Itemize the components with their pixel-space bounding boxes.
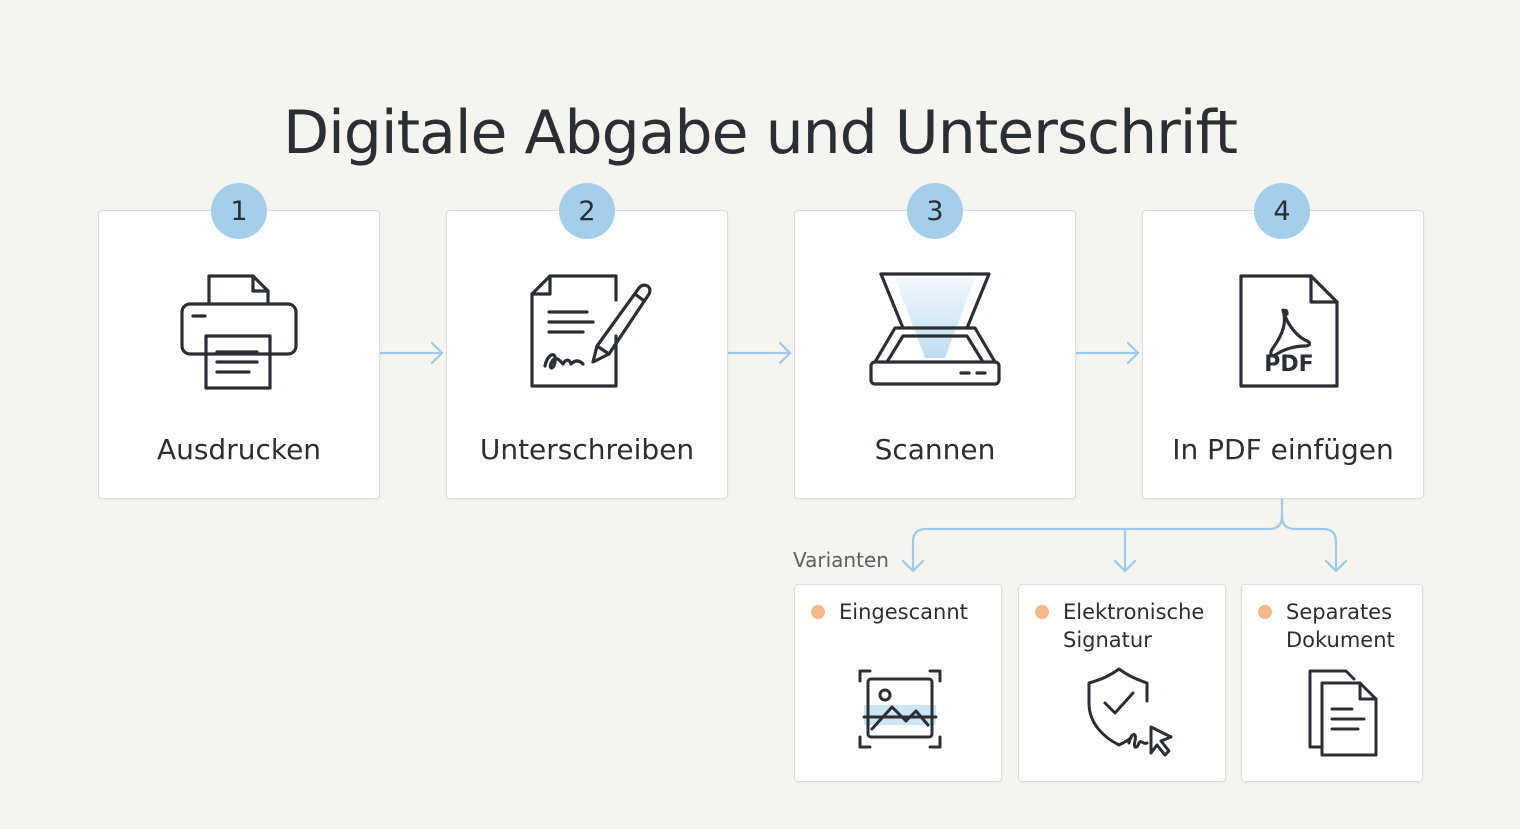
printer-icon [180, 274, 298, 390]
step-card-sign: Unterschreiben [446, 210, 728, 499]
variant-card-electronic-signature: Elektronische Signatur [1018, 584, 1226, 782]
step-card-insert-pdf: PDF In PDF einfügen [1142, 210, 1424, 499]
variant-label: Separates Dokument [1286, 600, 1395, 652]
stacked-documents-icon [1308, 669, 1378, 757]
variants-label: Varianten [793, 548, 889, 572]
scanner-icon [869, 272, 1001, 386]
step-label: Unterschreiben [479, 433, 695, 466]
variant-label: Elektronische Signatur [1063, 600, 1205, 652]
bullet-dot [811, 605, 825, 619]
step-number-badge: 4 [1254, 183, 1310, 239]
step-number-badge: 2 [559, 183, 615, 239]
pdf-icon-text: PDF [1264, 352, 1313, 377]
bullet-dot [1035, 605, 1049, 619]
variant-label: Eingescannt [839, 600, 968, 624]
step-label: Scannen [874, 433, 996, 466]
bullet-dot [1258, 605, 1272, 619]
step-label: In PDF einfügen [1172, 433, 1394, 466]
step-card-scan: Scannen [794, 210, 1076, 499]
step-card-print: Ausdrucken [98, 210, 380, 499]
scanned-image-icon [858, 669, 942, 749]
pdf-file-icon: PDF [1239, 274, 1339, 388]
variant-card-scanned: Eingescannt [794, 584, 1002, 782]
variant-card-separate-document: Separates Dokument [1241, 584, 1423, 782]
step-label: Ausdrucken [156, 433, 322, 466]
signed-document-pen-icon [530, 274, 652, 388]
shield-signature-cursor-icon [1087, 667, 1173, 757]
page-title: Digitale Abgabe und Unterschrift [282, 98, 1238, 169]
step-number-badge: 3 [907, 183, 963, 239]
step-number-badge: 1 [211, 183, 267, 239]
